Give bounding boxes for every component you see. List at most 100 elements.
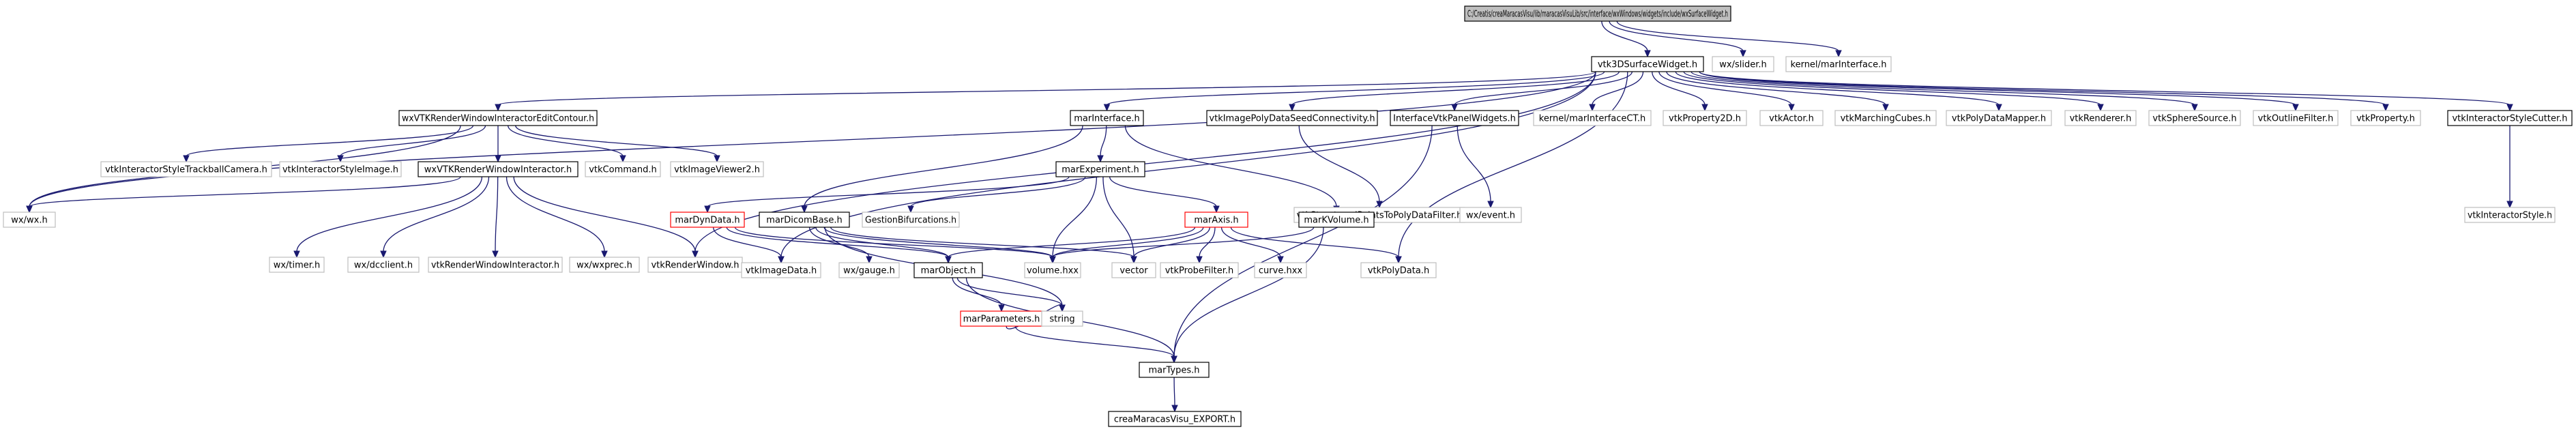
node-curve[interactable]: curve.hxx	[1254, 262, 1307, 278]
node-box	[1390, 110, 1519, 126]
node-vistb[interactable]: vtkInteractorStyleTrackballCamera.h	[100, 161, 272, 177]
node-mardyn[interactable]: marDynData.h	[670, 212, 745, 228]
edge-arrowhead	[1196, 256, 1203, 264]
node-label: marObject.h	[921, 266, 976, 276]
edge-maraxis-to-vpolydata	[1230, 227, 1402, 264]
edge-vtk3d-to-vmcubes	[1666, 71, 1889, 112]
edge-arrowhead	[1103, 104, 1111, 112]
node-kmarint[interactable]: kernel/marInterface.h	[1785, 56, 1892, 72]
node-wxgauge[interactable]: wx/gauge.h	[838, 262, 900, 278]
node-maraxis[interactable]: marAxis.h	[1184, 212, 1248, 228]
node-box	[1834, 110, 1937, 126]
edge-line	[952, 277, 1002, 306]
node-gestion[interactable]: GestionBifurcations.h	[862, 212, 960, 228]
edge-arrowhead	[778, 256, 785, 264]
node-box	[1041, 310, 1083, 327]
edge-line	[712, 227, 782, 258]
node-vector[interactable]: vector	[1111, 262, 1156, 278]
node-kmarict[interactable]: kernel/marInterfaceCT.h	[1533, 110, 1652, 126]
node-vprobe[interactable]: vtkProbeFilter.h	[1160, 262, 1239, 278]
edge-line	[1230, 227, 1399, 258]
node-vipdsc[interactable]: vtkImagePolyDataSeedConnectivity.h	[1206, 110, 1378, 126]
edge-line	[513, 176, 696, 252]
node-box	[1459, 207, 1522, 223]
node-vprop2d[interactable]: vtkProperty2D.h	[1663, 110, 1747, 126]
edge-maraxis-to-vprobe	[1196, 227, 1216, 264]
node-export[interactable]: creaMaracasVisu_EXPORT.h	[1108, 411, 1242, 427]
edge-line	[1658, 71, 1792, 106]
node-wxevent[interactable]: wx/event.h	[1459, 207, 1522, 223]
edge-line	[186, 125, 474, 157]
node-label: vtkInteractorStyle.h	[2468, 211, 2552, 221]
node-box	[1946, 110, 2052, 126]
node-label: GestionBifurcations.h	[865, 216, 956, 226]
node-vmcubes[interactable]: vtkMarchingCubes.h	[1834, 110, 1937, 126]
node-marobject[interactable]: marObject.h	[913, 262, 983, 278]
node-vpolydata[interactable]: vtkPolyData.h	[1360, 262, 1437, 278]
node-wxrwiec[interactable]: wxVTKRenderWindowInteractorEditContour.h	[398, 110, 598, 126]
edge-line	[1220, 227, 1281, 258]
node-string[interactable]: string	[1041, 310, 1083, 327]
node-marint[interactable]: marInterface.h	[1070, 110, 1144, 126]
node-volume[interactable]: volume.hxx	[1024, 262, 1081, 278]
node-vrwi[interactable]: vtkRenderWindowInteractor.h	[428, 257, 563, 273]
edge-line	[383, 176, 490, 252]
edge-arrowhead	[2506, 104, 2513, 112]
edge-line	[1109, 176, 1217, 207]
node-label: wx/wx.h	[11, 216, 47, 226]
node-wxwxprec[interactable]: wx/wxprec.h	[569, 257, 640, 273]
edge-vtk3d-to-vactor	[1658, 71, 1795, 112]
node-martypes[interactable]: marTypes.h	[1139, 362, 1210, 378]
edge-arrowhead	[1788, 104, 1795, 112]
node-vistylecutter[interactable]: vtkInteractorStyleCutter.h	[2447, 110, 2573, 126]
node-vcommand[interactable]: vtkCommand.h	[585, 161, 661, 177]
node-root[interactable]: C:/Creatis/creaMaracasVisu/lib/maracasVi…	[1464, 5, 1731, 22]
node-label: wx/slider.h	[1719, 60, 1766, 70]
node-marparams[interactable]: marParameters.h	[960, 310, 1043, 327]
edge-mardicom-to-volume	[823, 227, 1056, 264]
node-vpdmap[interactable]: vtkPolyDataMapper.h	[1946, 110, 2052, 126]
edge-ivpw-to-wxevent	[1457, 125, 1494, 209]
node-vtk3d[interactable]: vtk3DSurfaceWidget.h	[1591, 56, 1704, 72]
edge-line	[830, 227, 1135, 258]
node-box	[1139, 362, 1210, 378]
node-ivpw[interactable]: InterfaceVtkPanelWidgets.h	[1390, 110, 1519, 126]
edge-line	[1699, 71, 2386, 106]
node-vproperty[interactable]: vtkProperty.h	[2350, 110, 2421, 126]
node-vrenderer[interactable]: vtkRenderer.h	[2064, 110, 2137, 126]
node-wxtimer[interactable]: wx/timer.h	[269, 257, 325, 273]
node-viv2[interactable]: vtkImageViewer2.h	[670, 161, 764, 177]
node-marexp[interactable]: marExperiment.h	[1055, 161, 1145, 177]
edge-wxrwiec-to-vistb	[183, 125, 474, 163]
node-wxslider[interactable]: wx/slider.h	[1712, 56, 1774, 72]
node-label: wx/wxprec.h	[576, 261, 632, 271]
node-mardicom[interactable]: marDicomBase.h	[759, 212, 850, 228]
node-wxrwi[interactable]: wxVTKRenderWindowInteractor.h	[418, 161, 579, 177]
node-vimagedata[interactable]: vtkImageData.h	[741, 262, 821, 278]
node-vistyle[interactable]: vtkInteractorStyle.h	[2464, 207, 2556, 223]
edge-wxrwi-to-wxwxprec	[506, 176, 608, 259]
node-wxdcclient[interactable]: wx/dcclient.h	[347, 257, 420, 273]
node-box	[398, 110, 598, 126]
node-vrw[interactable]: vtkRenderWindow.h	[647, 257, 743, 273]
node-label: vtkProperty2D.h	[1669, 114, 1741, 124]
edge-line	[296, 176, 483, 252]
edge-vtk3d-to-voutline	[1699, 71, 2299, 112]
node-box	[1111, 262, 1156, 278]
edge-arrowhead	[1213, 205, 1220, 214]
node-box	[585, 161, 661, 177]
edge-line	[340, 125, 486, 157]
edge-line	[780, 71, 1596, 258]
node-vsphere[interactable]: vtkSphereSource.h	[2148, 110, 2241, 126]
edge-arrowhead	[2191, 104, 2198, 112]
node-voutline[interactable]: vtkOutlineFilter.h	[2253, 110, 2339, 126]
node-wxwx[interactable]: wx/wx.h	[3, 212, 56, 228]
node-box	[347, 257, 420, 273]
node-box	[279, 161, 402, 177]
edge-vipdsc-to-vsptpdf	[1298, 125, 1383, 209]
node-markvol[interactable]: marKVolume.h	[1298, 212, 1375, 228]
node-vistimage[interactable]: vtkInteractorStyleImage.h	[279, 161, 402, 177]
node-vactor[interactable]: vtkActor.h	[1759, 110, 1824, 126]
edge-arrowhead	[2382, 104, 2389, 112]
node-label: vtkImagePolyDataSeedConnectivity.h	[1209, 114, 1375, 124]
